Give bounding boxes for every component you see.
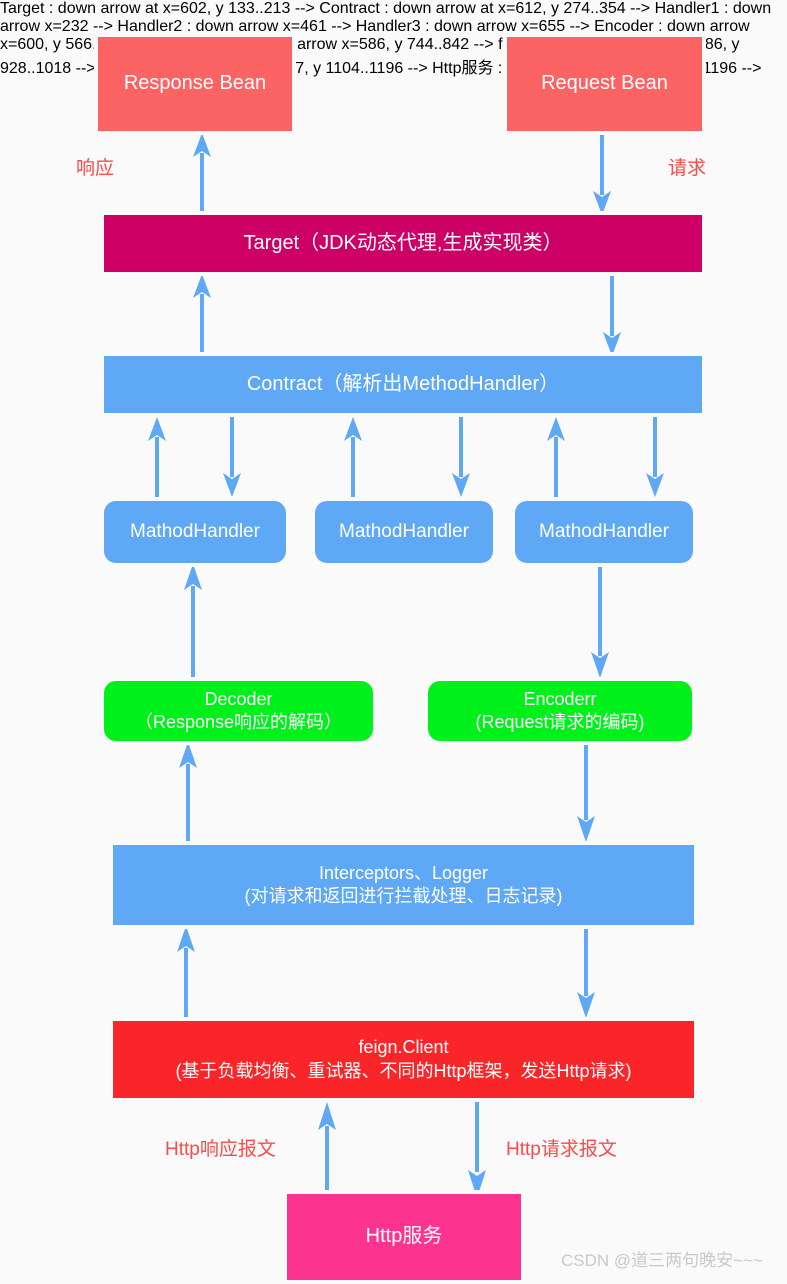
node-target[interactable]: Target（JDK动态代理,生成实现类） [100, 211, 706, 276]
arrow-contract-to-handler1 [220, 415, 244, 499]
arrow-handler2-to-contract [341, 415, 365, 499]
arrow-feign-client-to-interceptors [174, 924, 198, 1020]
arrow-interceptors-to-feign-client [574, 924, 598, 1020]
node-encoder-title: Encoderr [523, 688, 597, 709]
node-decoder[interactable]: Decoder （Response响应的解码） [100, 677, 377, 745]
node-response-bean[interactable]: Response Bean [94, 33, 296, 135]
node-mathod-handler-2[interactable]: MathodHandler [311, 497, 497, 567]
node-mathod-handler-1[interactable]: MathodHandler [100, 497, 290, 567]
node-encoder-subtitle: (Request请求的编码) [475, 712, 645, 732]
node-contract[interactable]: Contract（解析出MethodHandler） [100, 352, 706, 417]
arrow-request-bean-to-target [590, 131, 614, 217]
arrow-handler1-to-contract [145, 415, 169, 499]
arrow-target-to-contract [600, 272, 624, 358]
node-target-label: Target（JDK动态代理,生成实现类） [243, 231, 563, 254]
node-mathod-handler-3-label: MathodHandler [539, 520, 669, 542]
label-response: 响应 [76, 158, 115, 179]
arrow-http-service-to-feign-client [315, 1100, 339, 1200]
label-http-request-message: Http请求报文 [506, 1139, 617, 1160]
node-feign-client-title: feign.Client [358, 1037, 449, 1058]
arrow-handler3-to-contract [544, 415, 568, 499]
arrow-target-to-response-bean [190, 131, 214, 217]
arrow-handler3-to-encoder [588, 562, 612, 680]
node-mathod-handler-1-label: MathodHandler [130, 520, 260, 542]
csdn-watermark: CSDN @道三两句晚安~~~ [561, 1251, 763, 1270]
arrow-contract-to-handler2 [449, 415, 473, 499]
node-http-service-label: Http服务 [365, 1225, 443, 1248]
arrow-encoder-to-interceptors [574, 740, 598, 844]
node-feign-client-subtitle: (基于负载均衡、重试器、不同的Http框架，发送Http请求) [175, 1060, 632, 1081]
arrow-contract-to-handler3 [643, 415, 667, 499]
node-mathod-handler-2-label: MathodHandler [339, 520, 469, 542]
node-response-bean-label: Response Bean [123, 72, 267, 95]
label-http-response-message: Http响应报文 [165, 1139, 276, 1160]
arrow-feign-client-to-http-service [465, 1100, 489, 1200]
arrow-decoder-to-handler1 [181, 562, 205, 680]
node-interceptors-subtitle: (对请求和返回进行拦截处理、日志记录) [244, 886, 563, 906]
node-encoder[interactable]: Encoderr (Request请求的编码) [424, 677, 696, 745]
arrow-contract-to-target [190, 272, 214, 358]
node-request-bean[interactable]: Request Bean [503, 33, 706, 135]
node-request-bean-label: Request Bean [541, 72, 668, 95]
node-http-service[interactable]: Http服务 [283, 1190, 525, 1284]
node-interceptors-logger[interactable]: Interceptors、Logger (对请求和返回进行拦截处理、日志记录) [109, 841, 698, 929]
node-feign-client[interactable]: feign.Client (基于负载均衡、重试器、不同的Http框架，发送Htt… [109, 1017, 698, 1102]
node-contract-label: Contract（解析出MethodHandler） [246, 372, 560, 395]
node-decoder-title: Decoder [204, 688, 273, 709]
label-request: 请求 [668, 158, 707, 179]
node-decoder-subtitle: （Response响应的解码） [134, 712, 343, 732]
node-interceptors-title: Interceptors、Logger [318, 862, 489, 883]
node-mathod-handler-3[interactable]: MathodHandler [511, 497, 697, 567]
arrow-interceptors-to-decoder [176, 740, 200, 844]
